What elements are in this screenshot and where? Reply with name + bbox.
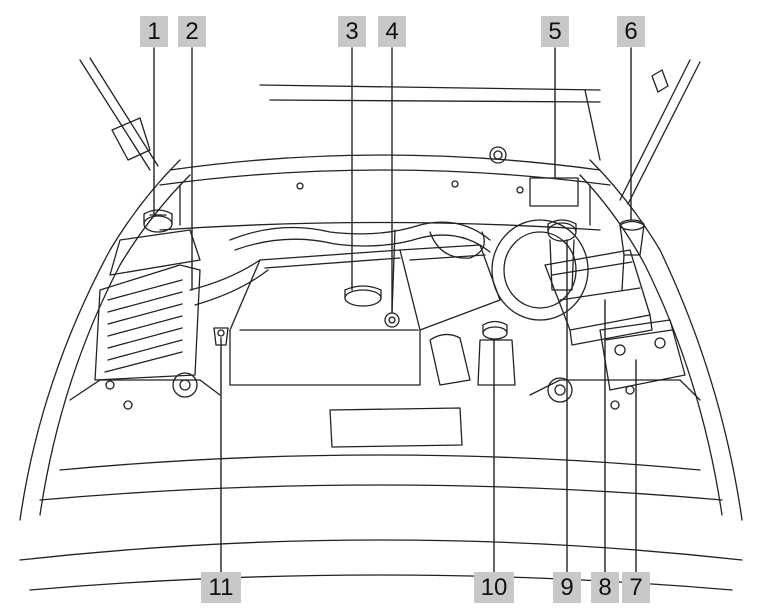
callout-4: 4 (378, 16, 406, 47)
callout-2: 2 (178, 16, 206, 47)
cowl-panel (159, 146, 611, 231)
washer-fluid-cap (143, 209, 173, 233)
brake-fluid-reservoir (491, 219, 589, 321)
callout-3: 3 (338, 16, 366, 47)
body-outline (19, 57, 743, 591)
coolant-reservoir-cap (429, 320, 516, 386)
air-cleaner (94, 229, 269, 381)
engine (229, 221, 501, 386)
leader-lines (153, 47, 637, 573)
battery (599, 319, 686, 391)
fuse-box (544, 249, 653, 346)
callout-7: 7 (622, 572, 650, 603)
oil-filler-cap (344, 285, 382, 307)
power-steering-cap (619, 219, 645, 291)
callout-8: 8 (591, 572, 619, 603)
callout-10: 10 (474, 572, 514, 603)
callout-5: 5 (541, 16, 569, 47)
callout-11: 11 (201, 572, 241, 603)
front-details (69, 372, 701, 448)
callout-9: 9 (553, 572, 581, 603)
callout-6: 6 (617, 16, 645, 47)
callout-1: 1 (140, 16, 168, 47)
sensor-11 (213, 327, 229, 346)
